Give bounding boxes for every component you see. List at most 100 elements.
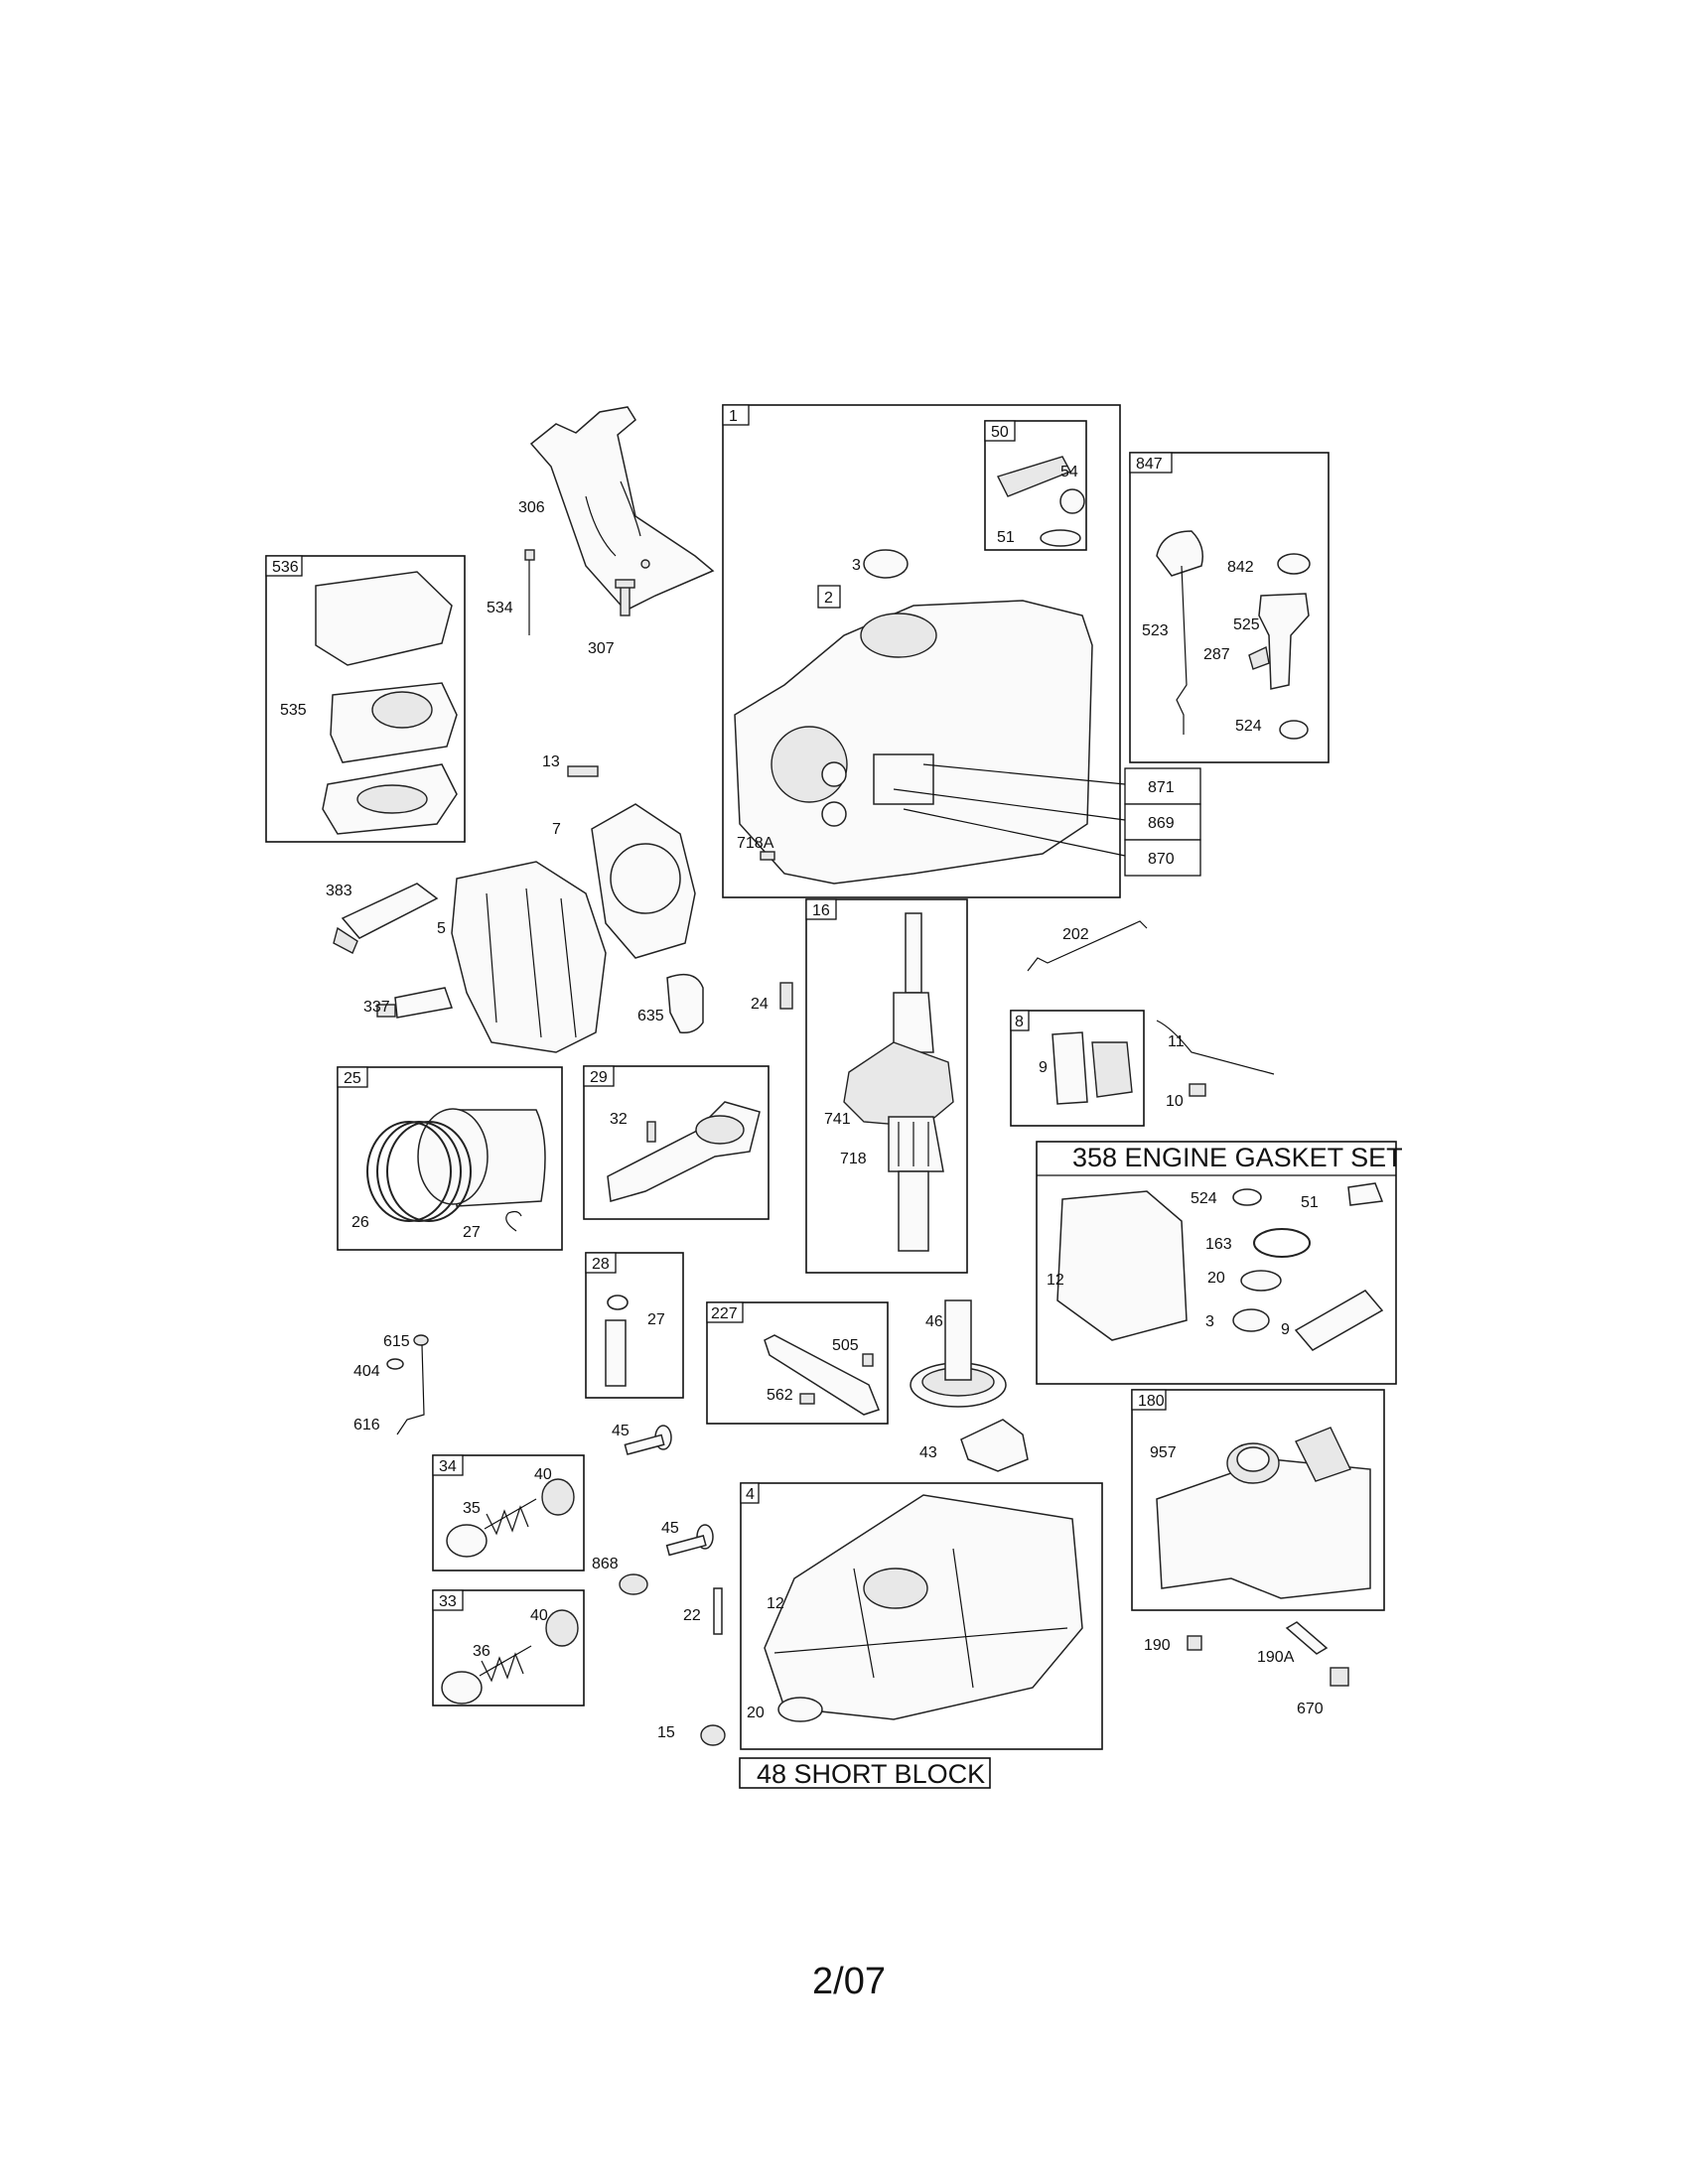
- label-5: 5: [437, 920, 446, 937]
- label-28: 28: [592, 1256, 610, 1273]
- label-3-a: 3: [852, 557, 861, 574]
- label-26: 26: [351, 1214, 369, 1231]
- page-footer-date: 2/07: [812, 1961, 886, 2002]
- label-957: 957: [1150, 1444, 1177, 1461]
- label-190A: 190A: [1257, 1649, 1295, 1666]
- heat-shield-group: [524, 406, 715, 635]
- label-718A: 718A: [737, 835, 774, 852]
- label-306: 306: [518, 499, 545, 516]
- label-50: 50: [991, 424, 1009, 441]
- tag-stack-871-869-870: [1124, 767, 1201, 877]
- label-20-a: 20: [1207, 1270, 1225, 1287]
- label-635: 635: [637, 1008, 664, 1024]
- bolt-22: [713, 1587, 723, 1635]
- label-54: 54: [1060, 464, 1078, 480]
- label-34: 34: [439, 1458, 457, 1475]
- label-190: 190: [1144, 1637, 1171, 1654]
- label-180: 180: [1138, 1393, 1165, 1410]
- label-3-b: 3: [1205, 1313, 1214, 1330]
- label-13: 13: [542, 753, 560, 770]
- governor-43: [960, 1419, 1029, 1472]
- label-27-b: 27: [647, 1311, 665, 1328]
- dipstick-box: [1129, 452, 1330, 763]
- label-287: 287: [1203, 646, 1230, 663]
- label-12-a: 12: [1047, 1272, 1064, 1289]
- label-670: 670: [1297, 1701, 1324, 1717]
- sump-box: [740, 1482, 1103, 1750]
- label-870: 870: [1148, 851, 1175, 868]
- label-35: 35: [463, 1500, 481, 1517]
- label-1: 1: [729, 408, 738, 425]
- air-filter-box: [265, 555, 466, 843]
- label-163: 163: [1205, 1236, 1232, 1253]
- governor-lever-box: [706, 1301, 889, 1425]
- label-45-a: 45: [612, 1423, 630, 1439]
- engine-gasket-set-box: [1036, 1141, 1397, 1385]
- label-523: 523: [1142, 622, 1169, 639]
- bolt-13: [567, 765, 599, 777]
- label-741: 741: [824, 1111, 851, 1128]
- part-616: [396, 1344, 425, 1435]
- label-8: 8: [1015, 1014, 1024, 1030]
- fuel-tank-box: [1131, 1389, 1385, 1611]
- label-718: 718: [840, 1151, 867, 1167]
- label-9-a: 9: [1039, 1059, 1048, 1076]
- label-383: 383: [326, 883, 352, 899]
- label-505: 505: [832, 1337, 859, 1354]
- screw-190A: [1285, 1621, 1329, 1655]
- label-12-b: 12: [767, 1595, 784, 1612]
- engine-gasket-set-title: 358 ENGINE GASKET SET: [1072, 1143, 1403, 1172]
- connecting-rod-box: [583, 1065, 770, 1220]
- piston-pin-box: [585, 1252, 684, 1399]
- label-842: 842: [1227, 559, 1254, 576]
- label-616: 616: [353, 1417, 380, 1433]
- label-615: 615: [383, 1333, 410, 1350]
- label-337: 337: [363, 999, 390, 1016]
- label-536: 536: [272, 559, 299, 576]
- label-27-a: 27: [463, 1224, 481, 1241]
- screw-190: [1187, 1635, 1202, 1651]
- label-25: 25: [344, 1070, 361, 1087]
- label-871: 871: [1148, 779, 1175, 796]
- label-307: 307: [588, 640, 615, 657]
- label-40-b: 40: [530, 1607, 548, 1624]
- label-43: 43: [919, 1444, 937, 1461]
- label-847: 847: [1136, 456, 1163, 473]
- short-block-frame: [739, 1757, 991, 1789]
- label-29: 29: [590, 1069, 608, 1086]
- label-524-b: 524: [1191, 1190, 1217, 1207]
- label-45-b: 45: [661, 1520, 679, 1537]
- rod-11: [1156, 1020, 1275, 1075]
- label-869: 869: [1148, 815, 1175, 832]
- screw-10: [1189, 1083, 1206, 1097]
- label-562: 562: [767, 1387, 793, 1404]
- breather-box: [1010, 1010, 1145, 1127]
- label-22: 22: [683, 1607, 701, 1624]
- short-block-title: 48 SHORT BLOCK: [757, 1759, 985, 1789]
- crankshaft-box: [805, 898, 968, 1274]
- exhaust-valve-box: [432, 1589, 585, 1706]
- label-535: 535: [280, 702, 307, 719]
- label-10: 10: [1166, 1093, 1184, 1110]
- seal-15: [700, 1724, 726, 1746]
- label-24: 24: [751, 996, 769, 1013]
- label-404: 404: [353, 1363, 380, 1380]
- valve-lifter-45-bottom: [665, 1524, 714, 1557]
- label-227: 227: [711, 1305, 738, 1322]
- cylinder-head-group: [333, 861, 793, 1053]
- label-9-b: 9: [1281, 1321, 1290, 1338]
- label-51-b: 51: [1301, 1194, 1319, 1211]
- label-11: 11: [1168, 1033, 1185, 1050]
- label-36: 36: [473, 1643, 491, 1660]
- intake-valve-box: [432, 1454, 585, 1571]
- label-46: 46: [925, 1313, 943, 1330]
- label-525: 525: [1233, 616, 1260, 633]
- label-32: 32: [610, 1111, 628, 1128]
- part-615: [413, 1334, 429, 1346]
- label-20-b: 20: [747, 1705, 765, 1721]
- label-40-a: 40: [534, 1466, 552, 1483]
- part-670: [1330, 1667, 1349, 1687]
- piston-box: [337, 1066, 563, 1251]
- label-868: 868: [592, 1556, 619, 1572]
